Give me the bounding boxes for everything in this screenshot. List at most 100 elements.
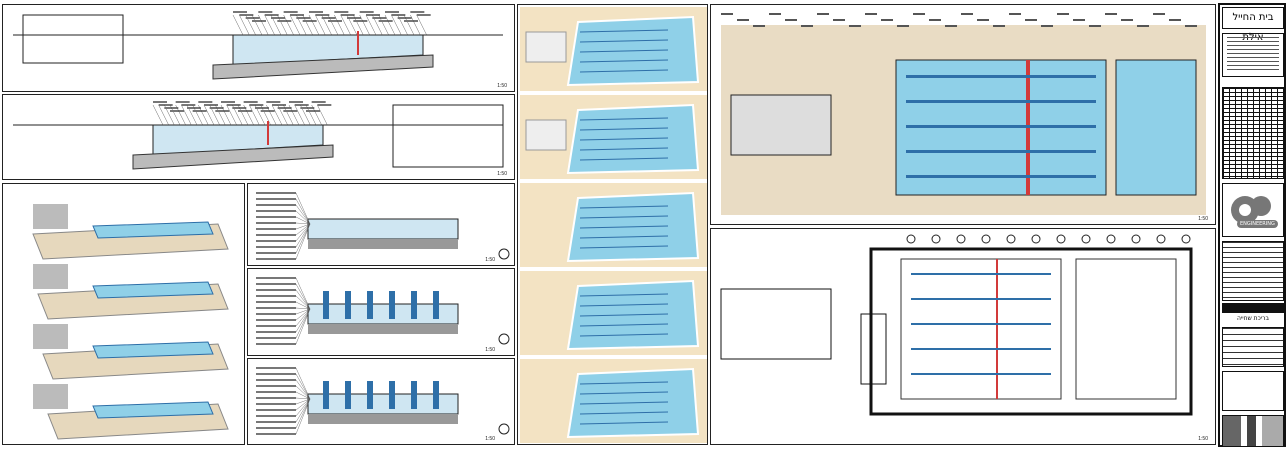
annotation-text: [153, 101, 167, 103]
lane-line: [579, 147, 669, 151]
general-notes: [1222, 33, 1284, 77]
detail-number: [498, 423, 510, 435]
company-logo: ENGINEERING: [1222, 183, 1284, 237]
leader-line: [295, 391, 311, 400]
annotation-text: [993, 25, 1005, 27]
lane-line: [579, 39, 669, 43]
building-3d: [33, 324, 68, 349]
annotation-text: [272, 104, 286, 106]
renderings-svg: [32, 204, 229, 440]
detail-drawing-2: 1:50: [247, 268, 515, 356]
grid-bubble: [1156, 234, 1166, 244]
project-title: בית החייל אילת: [1222, 7, 1284, 43]
grid-bubble: [1081, 234, 1091, 244]
scale-label: 1:50: [484, 347, 496, 353]
annotation-text: [266, 101, 281, 103]
leader-line: [359, 14, 370, 36]
annotation-text: [404, 20, 418, 22]
annotation-text: [256, 313, 296, 315]
lane-line: [579, 235, 669, 239]
scale-label: 1:50: [484, 436, 496, 442]
annotation-text: [785, 19, 797, 21]
leader-line: [334, 14, 345, 36]
leader-line: [340, 14, 351, 36]
annotation-text: [256, 409, 296, 411]
leader-line: [152, 104, 164, 126]
annotation-text: [256, 415, 296, 417]
detail-number: [498, 333, 510, 345]
annotation-text: [334, 11, 349, 13]
lane-rope: [906, 100, 1096, 103]
annotation-text: [256, 385, 296, 387]
leader-line: [294, 104, 305, 126]
leader-line: [271, 104, 283, 126]
leader-line: [295, 308, 311, 315]
annotation-text: [181, 104, 196, 106]
leader-line: [295, 308, 311, 321]
annotation-text: [977, 19, 989, 21]
leader-line: [295, 222, 311, 225]
lane-line: [579, 401, 669, 405]
lane-line: [579, 59, 669, 63]
leader-line: [198, 104, 209, 126]
annotation-text: [372, 17, 387, 19]
lane-line: [579, 117, 669, 121]
section-drawing-1: 1:50: [2, 4, 515, 92]
annotation-text: [256, 240, 296, 242]
detail-2-svg: [256, 277, 510, 345]
scale-label: 1:50: [496, 171, 508, 177]
details-table: [1222, 327, 1284, 367]
leader-line: [295, 223, 311, 236]
leader-line: [169, 104, 181, 126]
annotation-text: [256, 403, 296, 405]
logo-text: ENGINEERING: [1237, 220, 1278, 228]
annotation-text: [340, 14, 355, 16]
line-plan-svg: [720, 234, 1193, 416]
leader-line: [295, 289, 311, 310]
detail-number: [498, 248, 510, 260]
colored-plan-svg: [721, 13, 1206, 215]
leader-line: [295, 198, 311, 225]
annotation-text: [256, 252, 296, 254]
annotation-text: [737, 19, 749, 21]
annotation-text: [198, 101, 213, 103]
lane-rope: [906, 150, 1096, 153]
renderings-3d-panel: [2, 183, 245, 445]
leader-line: [158, 104, 169, 126]
grid-bubble: [931, 234, 941, 244]
annotation-text: [833, 19, 845, 21]
leader-line: [295, 192, 311, 225]
grid-bubble: [956, 234, 966, 244]
detail-slab: [308, 324, 458, 334]
lane-line: [579, 137, 669, 141]
leader-line: [295, 379, 311, 400]
scale-label: 1:50: [1197, 216, 1209, 222]
annotation-text: [283, 110, 298, 112]
detail-1-svg: [256, 192, 510, 260]
annotation-text: [306, 110, 320, 112]
annotation-text: [328, 20, 342, 22]
leader-line: [295, 223, 311, 230]
annotation-text: [1009, 13, 1021, 15]
annotation-text: [243, 101, 258, 103]
annotation-text: [1089, 25, 1101, 27]
pipe: [323, 381, 329, 409]
section-2-svg: [13, 101, 504, 170]
leader-line: [295, 210, 311, 225]
lane-line: [579, 381, 669, 385]
annotation-text: [1073, 19, 1085, 21]
leader-line: [295, 308, 311, 327]
leader-line: [416, 14, 427, 36]
annotation-text: [252, 20, 266, 22]
scale-label: 1:50: [1197, 436, 1209, 442]
leader-line: [295, 308, 311, 339]
colored-site-plan: 1:50: [710, 4, 1216, 225]
annotation-text: [256, 204, 296, 206]
grid-bubble: [1106, 234, 1116, 244]
annotation-text: [416, 14, 431, 16]
leader-line: [232, 14, 244, 36]
leader-line: [315, 14, 326, 36]
leader-line: [283, 104, 294, 126]
learner-pool: [1115, 59, 1197, 196]
annotation-text: [366, 14, 380, 16]
